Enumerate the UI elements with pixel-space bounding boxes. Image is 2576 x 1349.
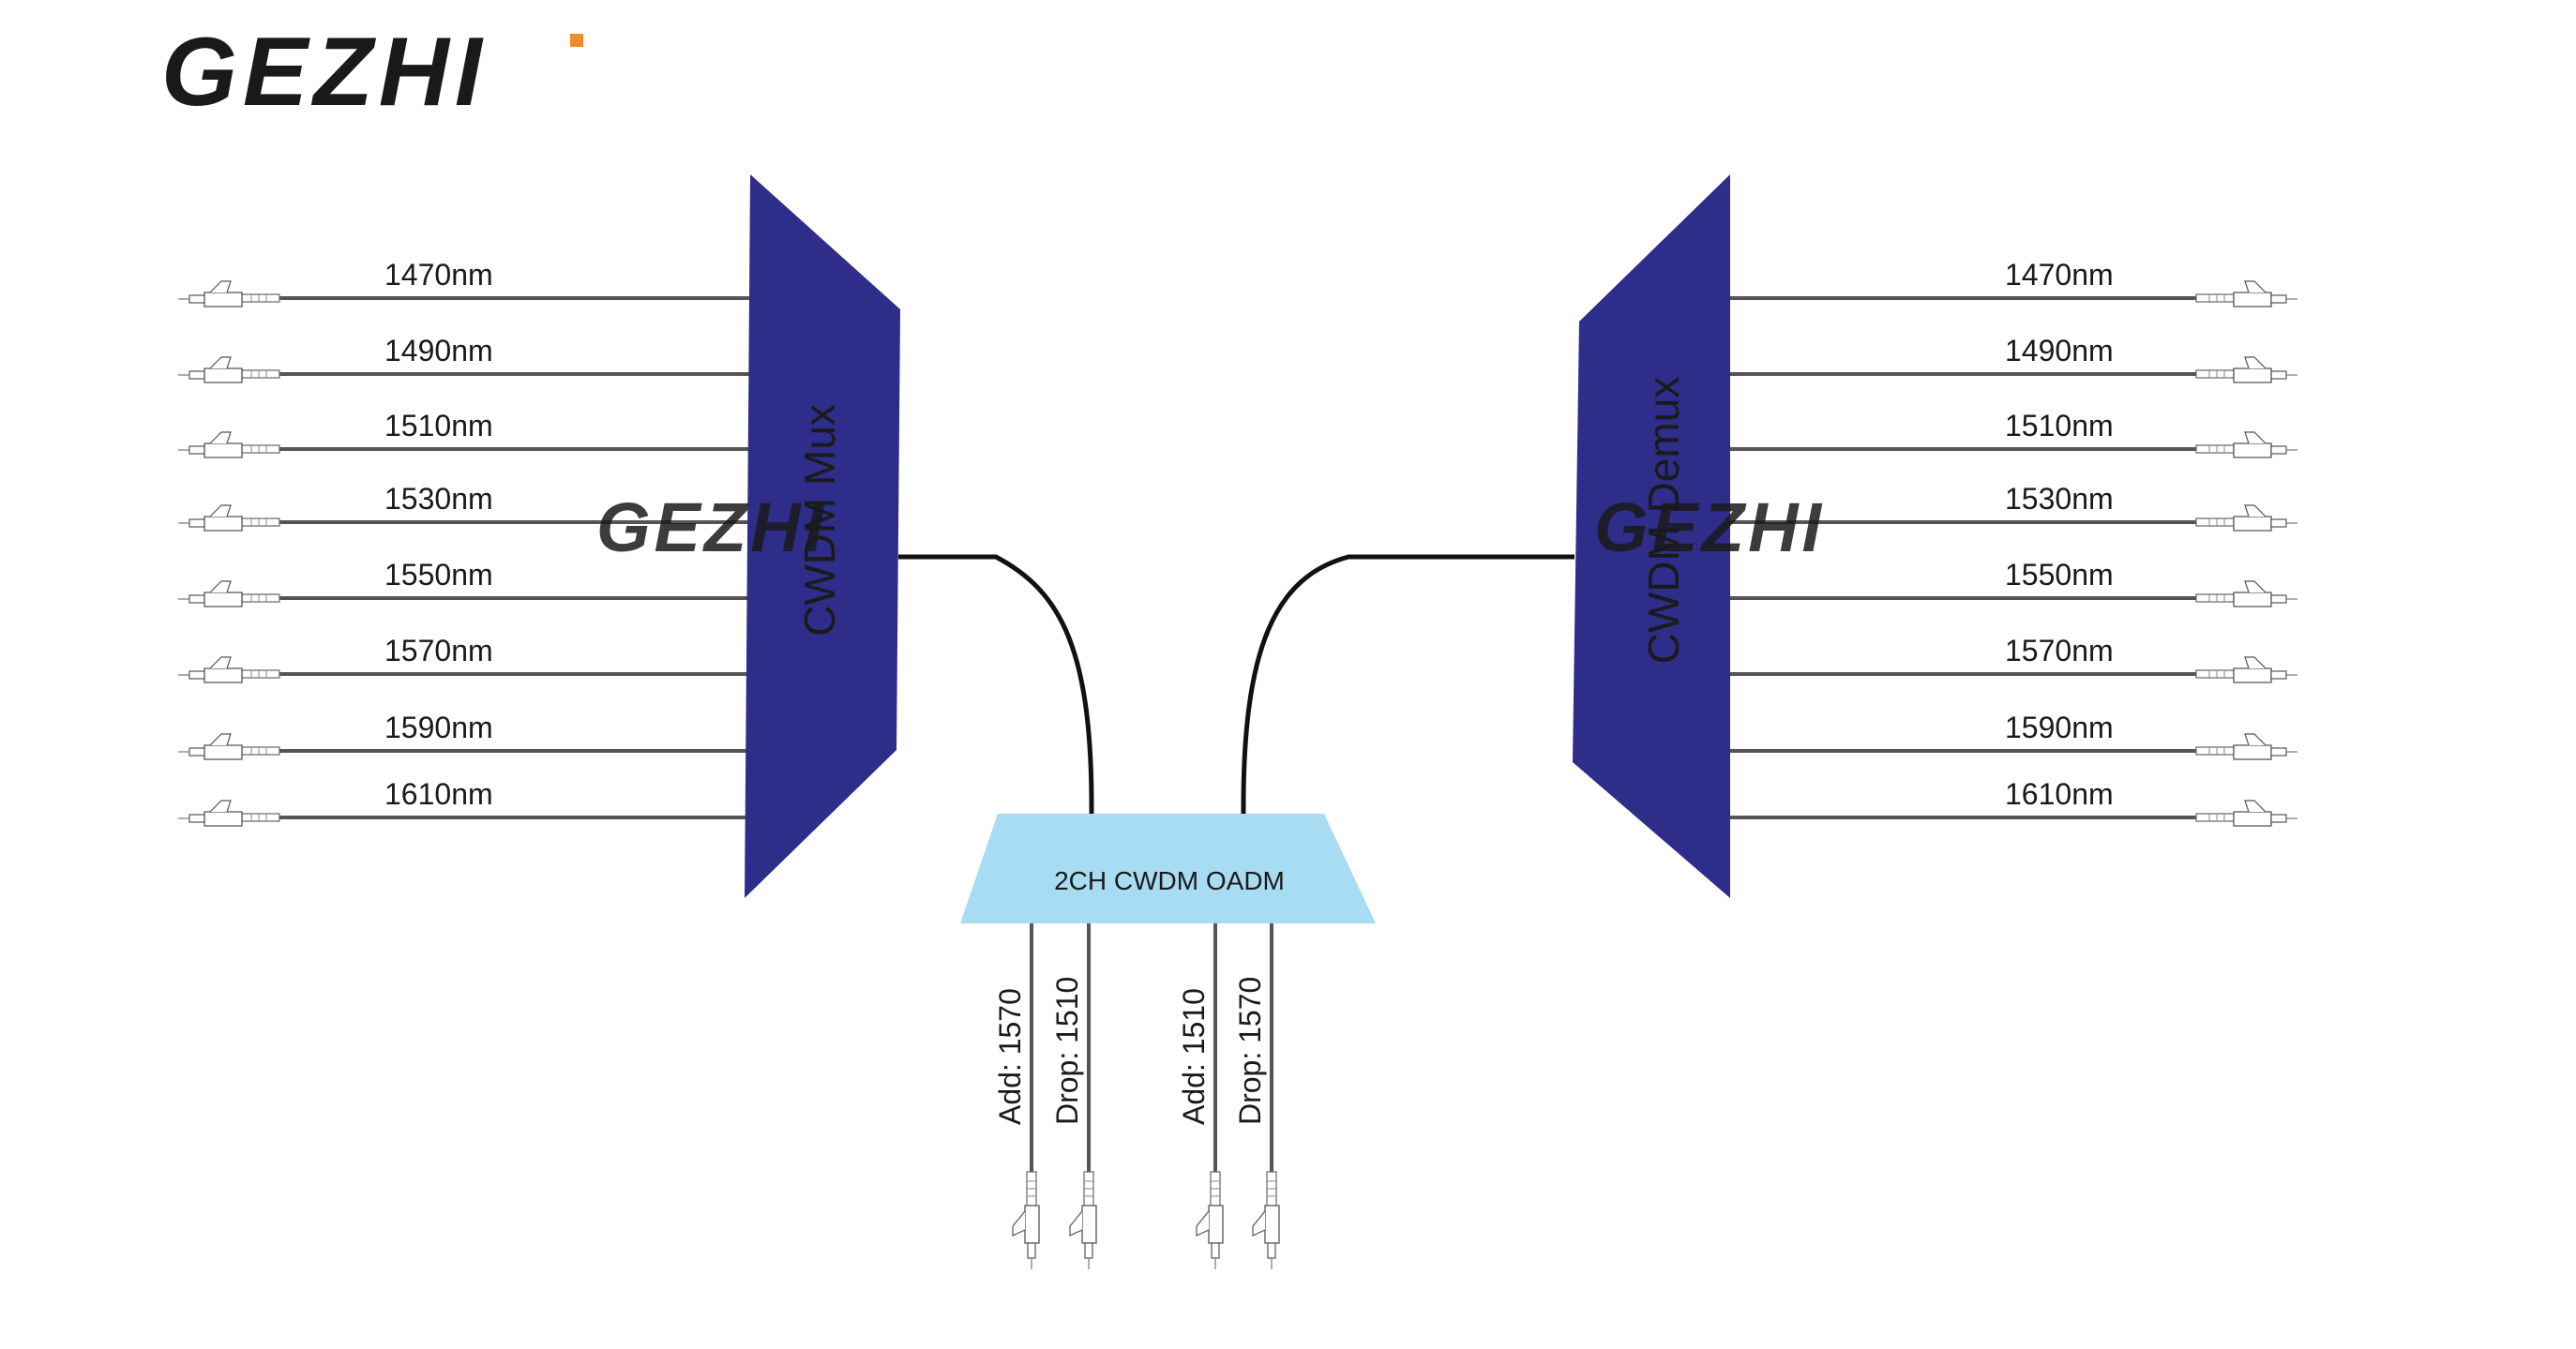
lc-connector-icon (177, 504, 280, 532)
demux-channel: 1510nm (1730, 409, 2298, 458)
cwdm-demux-label: CWDM Demux (1639, 377, 1688, 665)
lc-connector-icon (177, 733, 280, 760)
channel-label: 1510nm (384, 409, 493, 442)
lc-connector-icon (177, 580, 280, 607)
lc-connector-icon (2195, 280, 2298, 307)
channel-label: 1470nm (384, 258, 493, 292)
demux-channel: 1550nm (1730, 558, 2298, 607)
lc-connector-icon (2195, 504, 2298, 532)
mux-channel: 1610nm (177, 777, 750, 827)
lc-connector-icon (1069, 1171, 1097, 1270)
oadm-port: Add: 1510 (1177, 923, 1224, 1270)
demux-channel: 1490nm (1730, 334, 2298, 383)
logo-dot (570, 34, 583, 47)
logo-text: GEZHI (161, 18, 488, 127)
lc-connector-icon (2195, 580, 2298, 607)
demux-output-fibers: 1470nm 1490nm 1510nm 1530nm 1550nm 1570nm 1590… (1730, 258, 2298, 827)
mux-channel: 1570nm (177, 634, 750, 683)
channel-label: 1470nm (2005, 258, 2114, 292)
oadm-ports: Add: 1570 Drop: 1510 Add: 1510 Drop: 1570 (993, 923, 1280, 1270)
port-label: Add: 1510 (1177, 988, 1211, 1125)
lc-connector-icon (1252, 1171, 1280, 1270)
gezhi-logo: GEZHI (161, 18, 583, 127)
channel-label: 1530nm (2005, 482, 2114, 516)
lc-connector-icon (2195, 733, 2298, 760)
demux-channel: 1530nm (1730, 482, 2298, 532)
port-label: Add: 1570 (993, 988, 1027, 1125)
channel-label: 1590nm (384, 711, 493, 744)
channel-label: 1570nm (384, 634, 493, 667)
mux-channel: 1510nm (177, 409, 750, 458)
mux-to-oadm-trunk (898, 554, 1094, 815)
lc-connector-icon (177, 800, 280, 827)
channel-label: 1610nm (384, 777, 493, 811)
channel-label: 1530nm (384, 482, 493, 516)
demux-channel: 1590nm (1730, 711, 2298, 760)
lc-connector-icon (177, 280, 280, 307)
oadm-port: Drop: 1570 (1233, 923, 1280, 1270)
lc-connector-icon (1196, 1171, 1224, 1270)
mux-channel: 1530nm (177, 482, 750, 532)
watermarks: GEZHI GEZHI (596, 488, 1825, 566)
channel-label: 1610nm (2005, 777, 2114, 811)
lc-connector-icon (177, 356, 280, 383)
cwdm-mux-block (745, 174, 900, 898)
watermark-text: GEZHI (596, 488, 827, 566)
oadm-port: Add: 1570 (993, 923, 1040, 1270)
lc-connector-icon (177, 431, 280, 458)
lc-connector-icon (2195, 656, 2298, 683)
channel-label: 1570nm (2005, 634, 2114, 667)
oadm-to-demux-trunk (1241, 554, 1574, 815)
oadm-label: 2CH CWDM OADM (1054, 866, 1285, 895)
port-label: Drop: 1510 (1050, 977, 1084, 1125)
channel-label: 1510nm (2005, 409, 2114, 442)
channel-label: 1490nm (384, 334, 493, 367)
lc-connector-icon (2195, 356, 2298, 383)
port-label: Drop: 1570 (1233, 977, 1267, 1125)
oadm-block (960, 814, 1376, 923)
demux-channel: 1570nm (1730, 634, 2298, 683)
lc-connector-icon (1012, 1171, 1040, 1270)
mux-input-fibers: 1470nm 1490nm 1510nm 1530nm 1550nm 1570nm 1590… (177, 258, 750, 827)
demux-channel: 1610nm (1730, 777, 2298, 827)
channel-label: 1590nm (2005, 711, 2114, 744)
mux-channel: 1590nm (177, 711, 750, 760)
demux-channel: 1470nm (1730, 258, 2298, 307)
channel-label: 1550nm (384, 558, 493, 592)
channel-label: 1490nm (2005, 334, 2114, 367)
cwdm-mux-label: CWDM Mux (795, 404, 844, 637)
lc-connector-icon (177, 656, 280, 683)
oadm-port: Drop: 1510 (1050, 923, 1097, 1270)
lc-connector-icon (2195, 800, 2298, 827)
channel-label: 1550nm (2005, 558, 2114, 592)
mux-channel: 1470nm (177, 258, 750, 307)
mux-channel: 1490nm (177, 334, 750, 383)
lc-connector-icon (2195, 431, 2298, 458)
mux-channel: 1550nm (177, 558, 750, 607)
watermark-text: GEZHI (1594, 488, 1825, 566)
cwdm-demux-block (1573, 174, 1730, 898)
